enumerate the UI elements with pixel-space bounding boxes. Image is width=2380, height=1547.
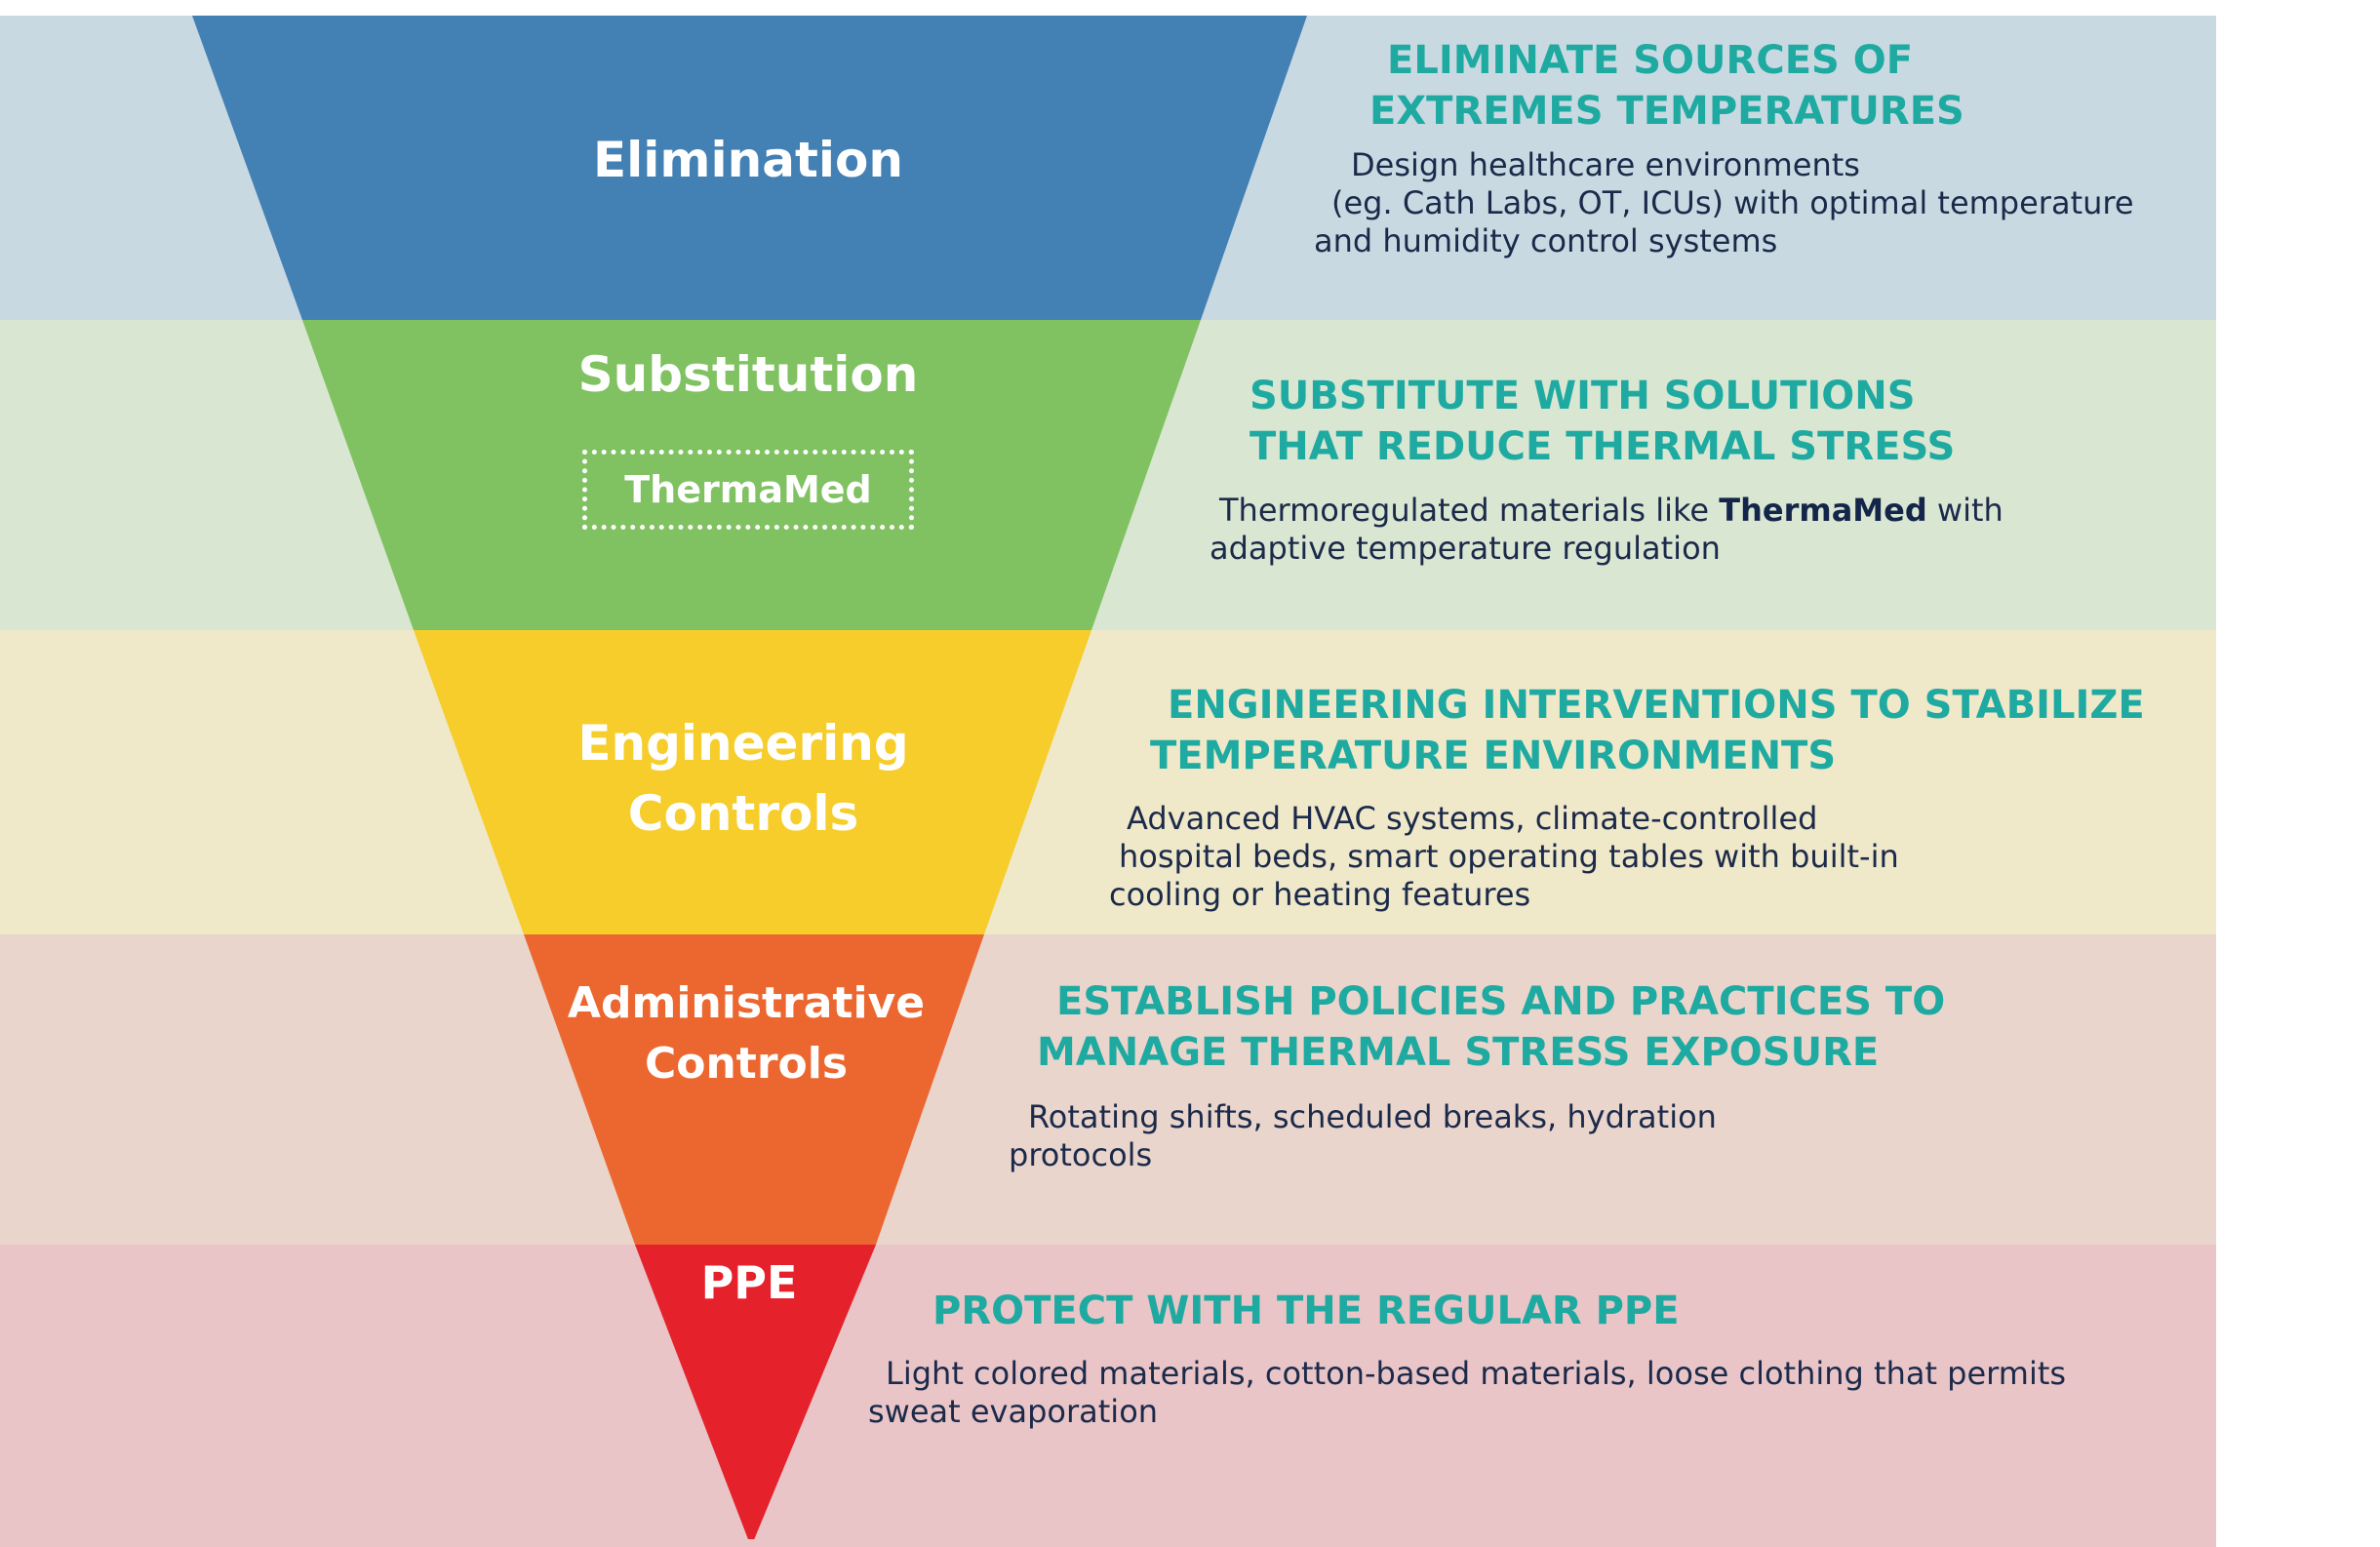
- substitution-description-line: Thermoregulated materials like ThermaMed…: [1210, 492, 2003, 530]
- administrative-title-line: MANAGE THERMAL STRESS EXPOSURE: [1037, 1030, 1880, 1075]
- administrative-label-line: Controls: [644, 1039, 849, 1089]
- thermamed-badge-text: ThermaMed: [624, 468, 872, 511]
- engineering-description-line: cooling or heating features: [1109, 876, 1531, 913]
- ppe-label: PPE: [700, 1256, 798, 1309]
- ppe-description: Light colored materials, cotton-based ma…: [868, 1355, 2066, 1431]
- substitution-title-line: SUBSTITUTE WITH SOLUTIONS: [1250, 374, 1916, 418]
- thermamed-badge: ThermaMed: [582, 450, 914, 530]
- administrative-title-line: ESTABLISH POLICIES AND PRACTICES TO: [1056, 979, 1946, 1024]
- engineering-description-line: hospital beds, smart operating tables wi…: [1119, 838, 1899, 875]
- ppe-tier: [635, 1245, 876, 1539]
- administrative-description-line: Rotating shifts, scheduled breaks, hydra…: [1028, 1098, 1717, 1135]
- elimination-title-line: ELIMINATE SOURCES OF: [1387, 38, 1914, 83]
- engineering-tier: [414, 630, 1091, 934]
- substitution-description-line: adaptive temperature regulation: [1210, 530, 1721, 567]
- elimination-title: ELIMINATE SOURCES OF EXTREMES TEMPERATUR…: [1369, 35, 1964, 137]
- administrative-description: Rotating shifts, scheduled breaks, hydra…: [1009, 1098, 1717, 1174]
- substitution-tier: [302, 320, 1201, 630]
- administrative-description-line: protocols: [1009, 1136, 1153, 1173]
- substitution-description-text: Thermoregulated materials like: [1219, 492, 1720, 529]
- ppe-title: PROTECT WITH THE REGULAR PPE: [932, 1286, 1680, 1336]
- administrative-title: ESTABLISH POLICIES AND PRACTICES TO MANA…: [1037, 976, 1945, 1078]
- engineering-title-line: TEMPERATURE ENVIRONMENTS: [1150, 734, 1837, 778]
- administrative-label: Administrative Controls: [568, 973, 925, 1094]
- substitution-label: Substitution: [577, 346, 919, 403]
- elimination-tier: [192, 16, 1307, 320]
- engineering-title: ENGINEERING INTERVENTIONS TO STABILIZE T…: [1150, 680, 2145, 781]
- substitution-description-text: with: [1926, 492, 2003, 529]
- ppe-description-line: sweat evaporation: [868, 1393, 1159, 1430]
- engineering-label-line: Controls: [627, 785, 859, 842]
- elimination-description-line: and humidity control systems: [1314, 222, 1778, 259]
- administrative-label-line: Administrative: [567, 978, 926, 1028]
- engineering-description: Advanced HVAC systems, climate-controlle…: [1109, 800, 1899, 914]
- thermamed-mention: ThermaMed: [1719, 492, 1927, 529]
- ppe-description-line: Light colored materials, cotton-based ma…: [886, 1355, 2067, 1392]
- elimination-description-line: (eg. Cath Labs, OT, ICUs) with optimal t…: [1331, 184, 2134, 221]
- ppe-title-line: PROTECT WITH THE REGULAR PPE: [932, 1289, 1680, 1333]
- elimination-description-line: Design healthcare environments: [1351, 146, 1860, 183]
- engineering-title-line: ENGINEERING INTERVENTIONS TO STABILIZE: [1168, 683, 2145, 728]
- elimination-description: Design healthcare environments (eg. Cath…: [1314, 146, 2134, 260]
- engineering-label: Engineering Controls: [577, 708, 908, 849]
- substitution-description: Thermoregulated materials like ThermaMed…: [1210, 492, 2003, 568]
- administrative-tier: [524, 934, 984, 1245]
- ppe-band: [0, 1245, 2216, 1547]
- engineering-description-line: Advanced HVAC systems, climate-controlle…: [1127, 800, 1818, 837]
- elimination-title-line: EXTREMES TEMPERATURES: [1369, 89, 1964, 134]
- elimination-label: Elimination: [593, 132, 903, 188]
- substitution-title-line: THAT REDUCE THERMAL STRESS: [1250, 424, 1956, 469]
- engineering-band: [0, 630, 2216, 934]
- administrative-band: [0, 934, 2216, 1245]
- substitution-title: SUBSTITUTE WITH SOLUTIONS THAT REDUCE TH…: [1250, 371, 1955, 472]
- engineering-label-line: Engineering: [577, 715, 909, 772]
